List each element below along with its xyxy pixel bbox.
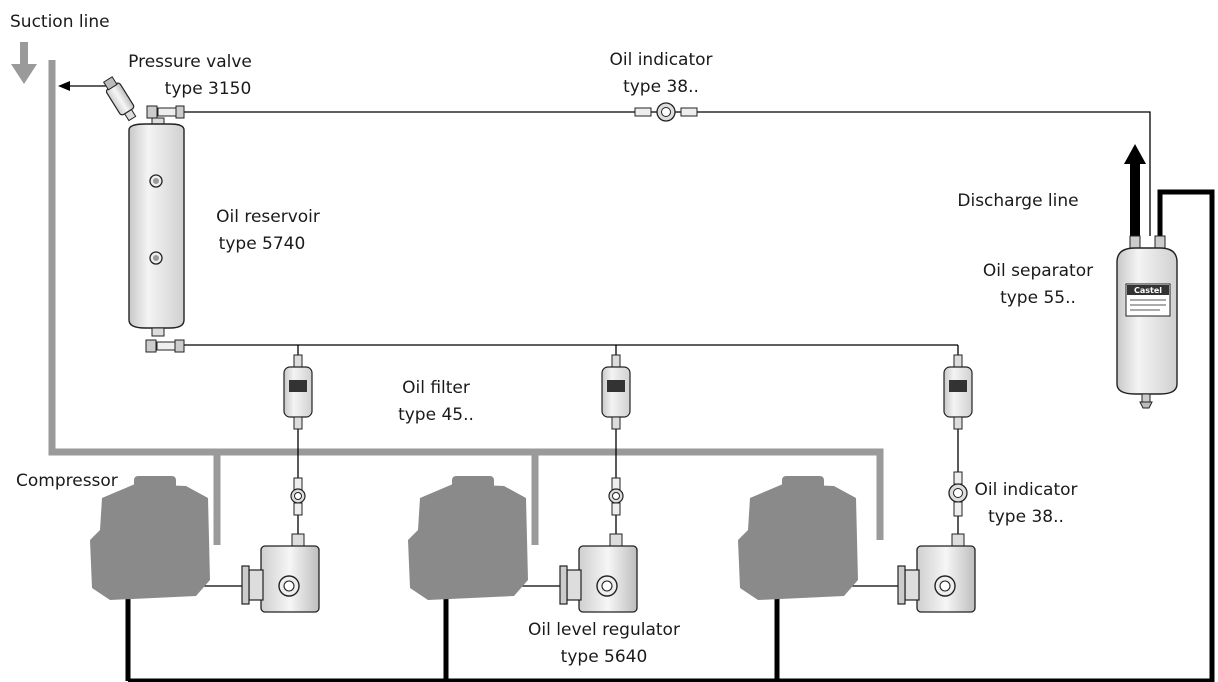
oil-filter-1 xyxy=(283,354,313,430)
suction-pipe xyxy=(48,60,884,545)
oil-indicator-3 xyxy=(948,471,968,517)
reservoir-bottom-fitting xyxy=(145,327,185,353)
compressor-2 xyxy=(408,476,528,600)
label-oil-indicator-right: Oil indicator xyxy=(974,480,1077,500)
oil-level-regulator-2 xyxy=(559,533,638,613)
oil-filter-3 xyxy=(943,354,973,430)
label-pressure-valve-type: type 3150 xyxy=(165,79,252,99)
label-oil-indicator-top: Oil indicator xyxy=(609,50,712,70)
oil-indicator-top xyxy=(634,102,698,122)
label-oil-separator-type: type 55.. xyxy=(1000,288,1076,308)
discharge-line-arrow xyxy=(1124,144,1146,238)
compressor-1 xyxy=(90,476,210,600)
label-oil-reservoir: Oil reservoir xyxy=(216,207,320,227)
label-compressor: Compressor xyxy=(16,471,118,491)
label-oil-indicator-right-type: type 38.. xyxy=(988,507,1064,527)
label-pressure-valve: Pressure valve xyxy=(128,52,252,72)
label-oil-indicator-top-type: type 38.. xyxy=(623,77,699,97)
oil-level-regulator-1 xyxy=(241,533,320,613)
oil-indicator-2 xyxy=(608,477,624,516)
oil-indicator-1 xyxy=(290,477,306,516)
label-oil-level-regulator-type: type 5640 xyxy=(561,647,648,667)
oil-separator: Castel xyxy=(1116,235,1178,409)
separator-brand-logo: Castel xyxy=(1134,286,1162,295)
compressor-3 xyxy=(738,476,858,600)
oil-reservoir xyxy=(128,123,185,329)
oil-filter-2 xyxy=(601,354,631,430)
label-discharge-line: Discharge line xyxy=(957,191,1078,211)
label-oil-filter-type: type 45.. xyxy=(398,405,474,425)
suction-line-arrow xyxy=(11,42,37,84)
reservoir-top-fitting xyxy=(146,105,185,127)
label-suction-line: Suction line xyxy=(10,12,110,32)
label-oil-separator: Oil separator xyxy=(983,261,1093,281)
label-oil-reservoir-type: type 5740 xyxy=(219,234,306,254)
discharge-pipe xyxy=(125,189,1215,682)
pressure-valve xyxy=(102,76,137,122)
label-oil-level-regulator: Oil level regulator xyxy=(528,620,680,640)
oil-level-regulator-3 xyxy=(897,533,976,613)
label-oil-filter: Oil filter xyxy=(402,378,470,398)
